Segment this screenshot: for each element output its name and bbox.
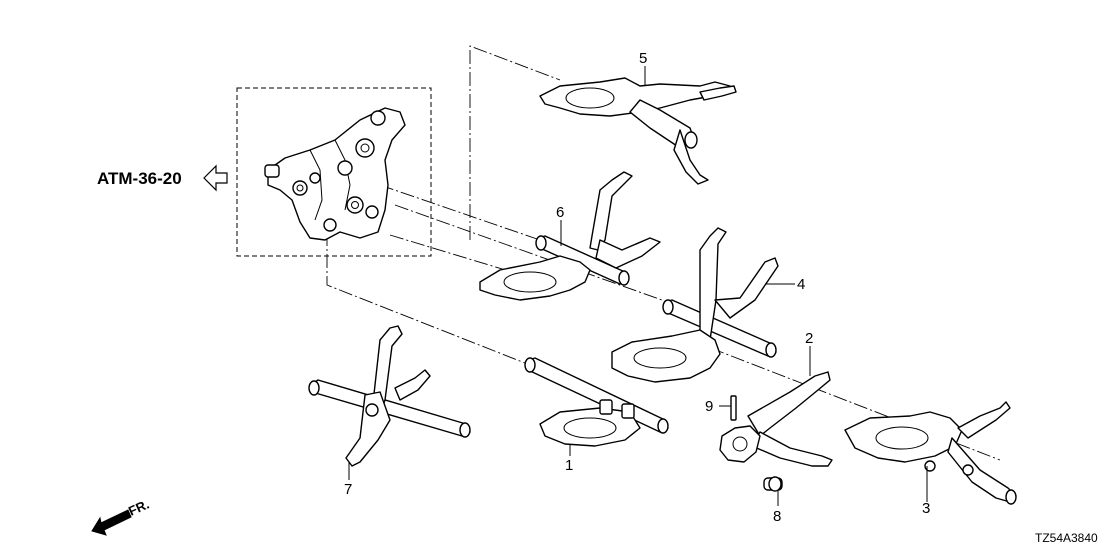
callout-5[interactable]: 5: [639, 50, 647, 67]
assembly-phantom-lines: [326, 45, 1001, 461]
callout-9[interactable]: 9: [705, 398, 713, 415]
diagram-code: TZ54A3840: [1035, 531, 1098, 545]
callout-2[interactable]: 2: [805, 330, 813, 347]
callout-3[interactable]: 3: [922, 500, 930, 517]
callout-4[interactable]: 4: [797, 276, 805, 293]
solid-down-left-arrow-icon: [91, 509, 132, 536]
outline-left-arrow-icon: [203, 164, 228, 192]
callout-1[interactable]: 1: [565, 457, 573, 474]
shift-holder-housing[interactable]: [264, 107, 406, 241]
leader-lines: [348, 66, 928, 506]
callout-8[interactable]: 8: [773, 508, 781, 525]
callout-7[interactable]: 7: [344, 481, 352, 498]
shift-fork-1[interactable]: [524, 357, 669, 447]
front-label: FR.: [126, 497, 151, 519]
bolt-8[interactable]: [763, 476, 783, 492]
front-indicator: FR.: [91, 497, 151, 536]
reference-assembly-box: [236, 87, 432, 257]
reference-label[interactable]: ATM-36-20: [97, 169, 182, 188]
reference-link[interactable]: ATM-36-20: [97, 164, 228, 192]
shift-fork-5[interactable]: [539, 77, 737, 185]
shift-fork-7[interactable]: [308, 325, 471, 467]
shift-fork-4[interactable]: [611, 227, 779, 383]
shift-fork-2[interactable]: [719, 371, 833, 467]
shift-fork-6[interactable]: [479, 171, 661, 301]
spring-pin-9[interactable]: [730, 395, 737, 421]
shift-fork-3[interactable]: [844, 401, 1017, 505]
callout-6[interactable]: 6: [556, 204, 564, 221]
